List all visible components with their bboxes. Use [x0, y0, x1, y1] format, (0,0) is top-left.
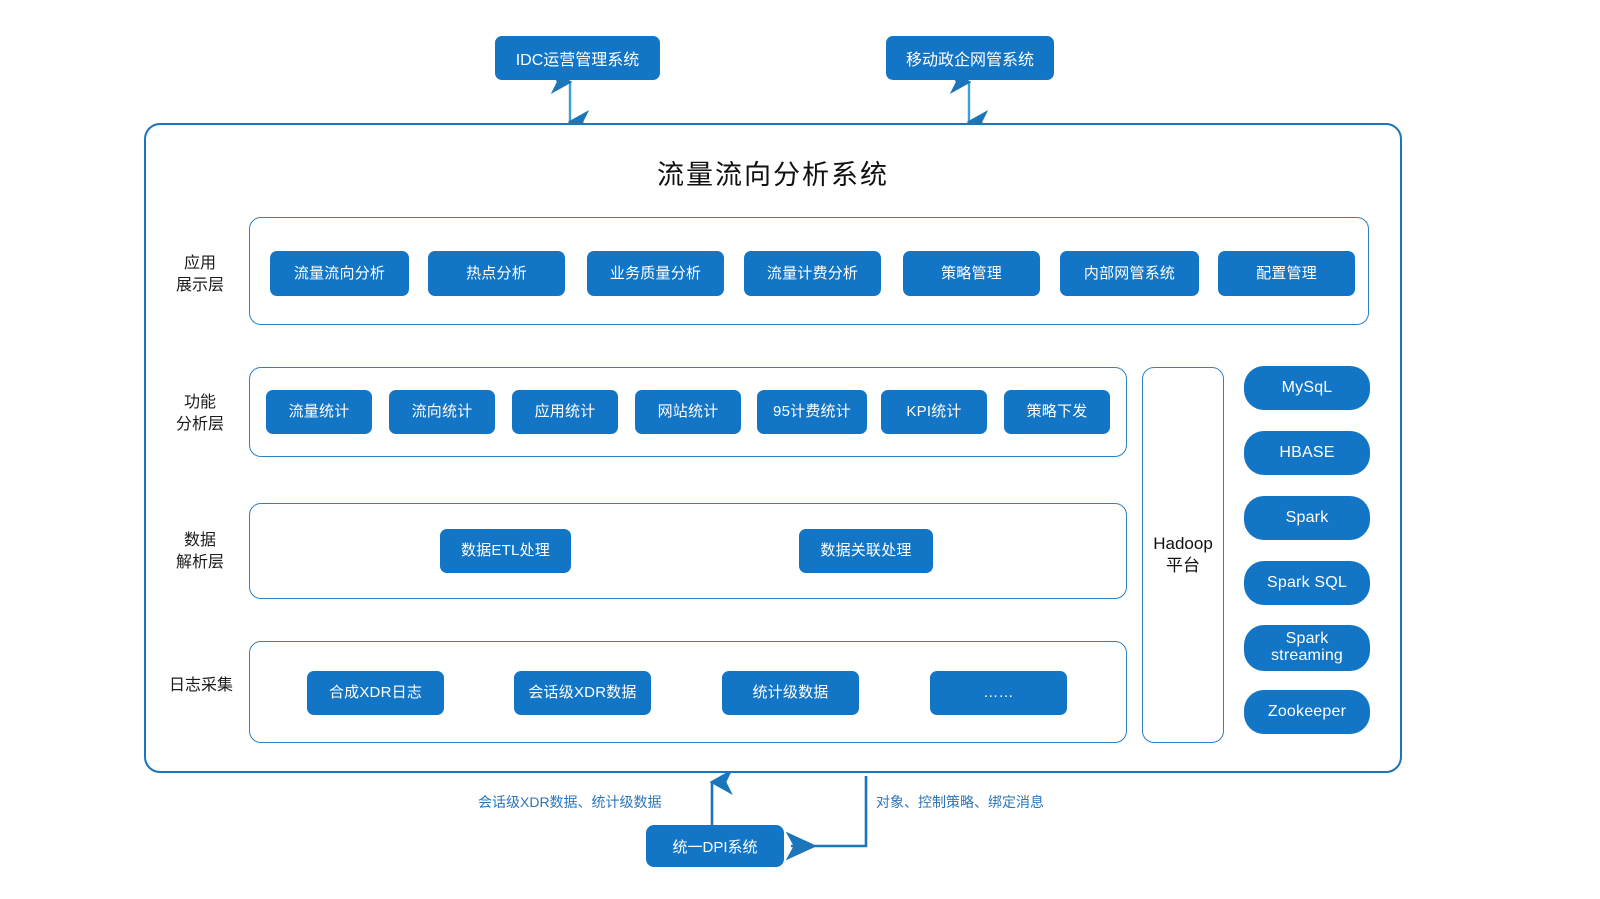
flow-label-downstream-text: 对象、控制策略、绑定消息 [876, 794, 1044, 810]
layer-label-log: 日志采集 [156, 675, 246, 697]
layer-item-log-2[interactable]: 统计级数据 [722, 671, 859, 715]
layer-item-func-5-label: KPI统计 [906, 403, 962, 421]
tech-stack-hbase-label: HBASE [1279, 443, 1335, 461]
layer-item-app-5-label: 内部网管系统 [1083, 264, 1176, 282]
layer-item-func-6-label: 策略下发 [1026, 403, 1088, 421]
tech-stack-mysql-label: MySqL [1281, 378, 1333, 396]
hadoop-platform-label: Hadoop 平台 [1153, 533, 1213, 577]
layer-item-log-3-label: …… [983, 684, 1014, 702]
layer-item-func-0-label: 流量统计 [288, 403, 350, 421]
layer-item-app-1[interactable]: 热点分析 [428, 251, 565, 296]
layer-item-app-6-label: 配置管理 [1256, 264, 1317, 282]
external-system-mobile-label: 移动政企网管系统 [905, 52, 1034, 69]
tech-stack-spark[interactable]: Spark [1244, 496, 1370, 540]
tech-stack-hbase[interactable]: HBASE [1244, 431, 1370, 475]
tech-stack-spark-streaming-line2: streaming [1270, 647, 1344, 664]
flow-label-downstream: 对象、控制策略、绑定消息 [876, 792, 1044, 812]
hadoop-platform-line1: Hadoop [1153, 533, 1213, 553]
tech-stack-spark-sql[interactable]: Spark SQL [1244, 561, 1370, 605]
layer-item-app-0[interactable]: 流量流向分析 [270, 251, 409, 296]
layer-item-func-3-label: 网站统计 [657, 403, 719, 421]
tech-stack-spark-label: Spark [1285, 508, 1329, 526]
layer-item-data-1-label: 数据关联处理 [820, 542, 912, 560]
layer-item-func-2[interactable]: 应用统计 [512, 390, 618, 434]
tech-stack-zookeeper-label: Zookeeper [1267, 702, 1347, 720]
layer-item-app-2[interactable]: 业务质量分析 [587, 251, 724, 296]
external-system-idc[interactable]: IDC运营管理系统 [495, 36, 660, 80]
layer-label-application-line1: 应用 [183, 255, 216, 272]
layer-label-data-line2: 解析层 [175, 554, 224, 572]
layer-item-log-2-label: 统计级数据 [752, 684, 829, 702]
hadoop-platform-line2: 平台 [1166, 556, 1200, 575]
layer-item-func-1[interactable]: 流向统计 [389, 390, 495, 434]
tech-stack-spark-sql-label: Spark SQL [1266, 573, 1348, 591]
layer-label-application: 应用 展示层 [160, 253, 240, 298]
layer-item-log-0[interactable]: 合成XDR日志 [307, 671, 444, 715]
layer-item-log-1-label: 会话级XDR数据 [528, 684, 637, 702]
layer-item-app-1-label: 热点分析 [466, 264, 527, 282]
layer-label-function-line2: 分析层 [175, 416, 224, 434]
layer-label-log-line1: 日志采集 [168, 677, 233, 694]
tech-stack-mysql[interactable]: MySqL [1244, 366, 1370, 410]
layer-item-log-1[interactable]: 会话级XDR数据 [514, 671, 651, 715]
tech-stack-spark-streaming[interactable]: Spark streaming [1244, 625, 1370, 671]
layer-item-func-4[interactable]: 95计费统计 [757, 390, 867, 434]
layer-label-function-line1: 功能 [183, 394, 216, 411]
layer-item-func-5[interactable]: KPI统计 [881, 390, 987, 434]
layer-item-log-0-label: 合成XDR日志 [328, 684, 423, 702]
hadoop-platform-column[interactable]: Hadoop 平台 [1142, 367, 1224, 743]
layer-item-app-6[interactable]: 配置管理 [1218, 251, 1355, 296]
layer-item-app-3[interactable]: 流量计费分析 [744, 251, 881, 296]
page-title: 流量流向分析系统 [657, 160, 889, 190]
layer-item-func-3[interactable]: 网站统计 [635, 390, 741, 434]
layer-item-data-0[interactable]: 数据ETL处理 [440, 529, 571, 573]
layer-item-func-1-label: 流向统计 [411, 403, 473, 421]
layer-label-data: 数据 解析层 [160, 530, 240, 575]
layer-item-app-5[interactable]: 内部网管系统 [1060, 251, 1199, 296]
layer-label-data-line1: 数据 [183, 532, 216, 549]
layer-label-function: 功能 分析层 [160, 392, 240, 437]
flow-label-upstream: 会话级XDR数据、统计级数据 [478, 792, 662, 812]
layer-item-func-0[interactable]: 流量统计 [266, 390, 372, 434]
layer-item-app-0-label: 流量流向分析 [293, 264, 386, 282]
layer-item-func-6[interactable]: 策略下发 [1004, 390, 1110, 434]
layer-item-func-4-label: 95计费统计 [773, 403, 851, 421]
layer-label-application-line2: 展示层 [175, 277, 224, 295]
tech-stack-spark-streaming-line1: Spark [1285, 630, 1329, 648]
external-system-mobile[interactable]: 移动政企网管系统 [886, 36, 1054, 80]
layer-item-data-1[interactable]: 数据关联处理 [799, 529, 933, 573]
tech-stack-zookeeper[interactable]: Zookeeper [1244, 690, 1370, 734]
dpi-system-box[interactable]: 统一DPI系统 [646, 825, 784, 867]
layer-item-app-3-label: 流量计费分析 [766, 264, 859, 282]
external-system-idc-label: IDC运营管理系统 [515, 52, 640, 69]
layer-box-data [249, 503, 1127, 599]
layer-item-data-0-label: 数据ETL处理 [461, 542, 550, 560]
flow-label-upstream-text: 会话级XDR数据、统计级数据 [478, 794, 662, 810]
layer-item-func-2-label: 应用统计 [534, 403, 596, 421]
layer-item-app-4-label: 策略管理 [941, 264, 1002, 282]
dpi-system-label: 统一DPI系统 [672, 838, 758, 856]
layer-item-app-4[interactable]: 策略管理 [903, 251, 1040, 296]
layer-item-log-3[interactable]: …… [930, 671, 1067, 715]
layer-item-app-2-label: 业务质量分析 [609, 264, 702, 282]
